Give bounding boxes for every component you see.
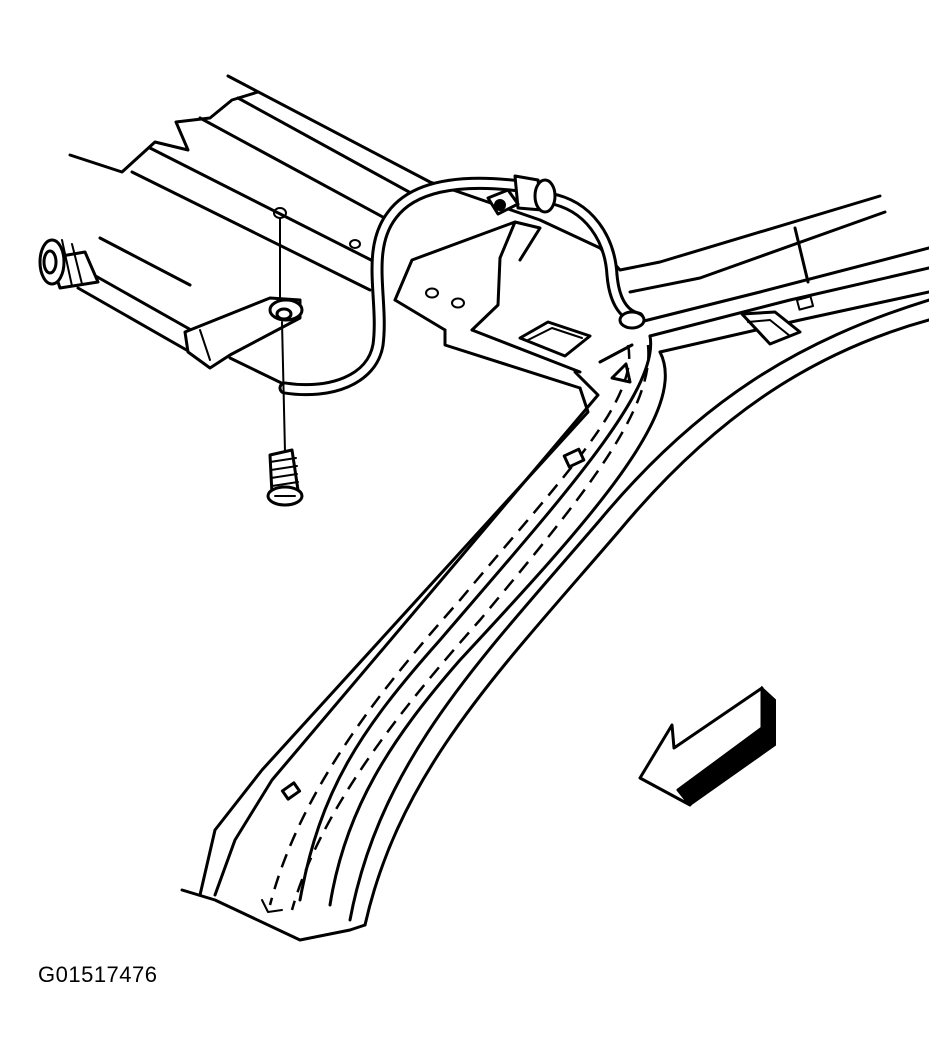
direction-arrow-icon	[638, 685, 776, 807]
mounting-screw	[266, 207, 304, 507]
antenna-mast	[38, 238, 304, 370]
roof-rail-panel	[68, 74, 542, 394]
antenna-cable	[278, 174, 646, 397]
a-pillar	[180, 298, 929, 942]
figure-code: G01517476	[38, 962, 158, 987]
right-roof-panel	[538, 194, 929, 354]
